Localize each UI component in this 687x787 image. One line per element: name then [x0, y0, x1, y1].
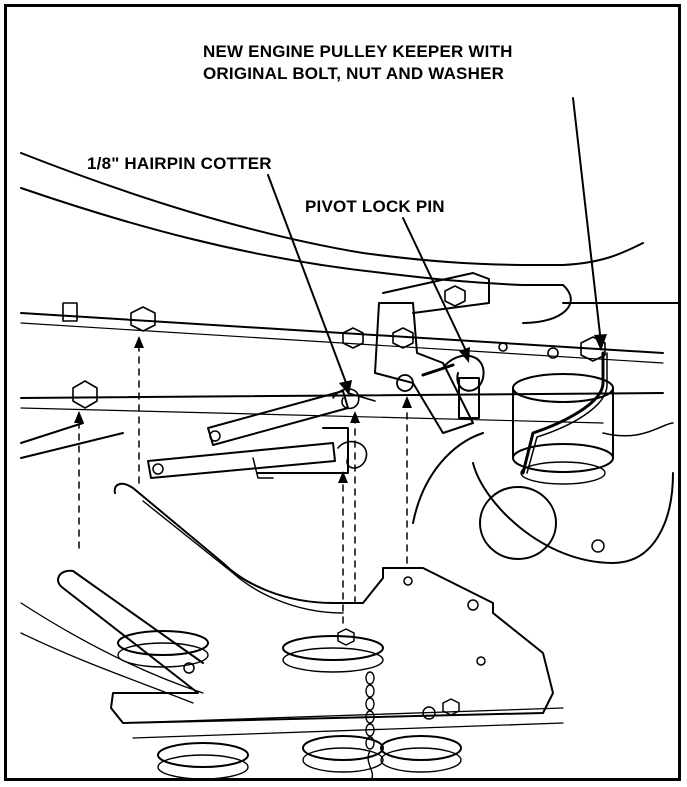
deck-pulley-left [117, 630, 209, 656]
upper-bracket [382, 272, 490, 314]
engine-housing [472, 462, 674, 564]
callout-hairpin-cotter: 1/8" HAIRPIN COTTER [87, 154, 272, 173]
frame-lower-rail-2 [20, 407, 604, 424]
pulley-keeper-rod-inner [526, 352, 608, 474]
callout-leaders [267, 97, 602, 389]
callout-pulley-keeper-line1: NEW ENGINE PULLEY KEEPER WITH [203, 42, 513, 61]
mower-deck-illustration [20, 97, 678, 778]
engine-pulley-bottom [512, 443, 614, 473]
fender-inner [20, 187, 572, 324]
deck-bracket-inner [142, 500, 344, 614]
engine-pulley-groove [520, 461, 606, 485]
pulley-keeper-rod [521, 351, 605, 475]
deck-belt [20, 602, 204, 704]
callout-arrowheads [339, 334, 607, 395]
pivot-lock-pin [421, 354, 485, 419]
deck-lower-plate [122, 707, 564, 739]
lower-link-bracket-2 [252, 457, 274, 479]
alignment-arrows [78, 337, 408, 624]
frame-rail-shadow [20, 322, 664, 364]
deck-pulley-bottom-right [380, 735, 462, 761]
frame-lower-rail [20, 392, 664, 399]
callout-pulley-keeper-line2: ORIGINAL BOLT, NUT AND WASHER [203, 64, 505, 83]
frame-top-rail [20, 312, 664, 354]
hairpin-lower [337, 440, 368, 469]
callout-pivot-lock-pin: PIVOT LOCK PIN [305, 197, 445, 216]
alignment-arrowheads [74, 336, 412, 483]
right-cover [602, 422, 674, 437]
deck-fasteners [337, 628, 460, 716]
engine-pulley-top [512, 373, 614, 403]
adjustment-chain [365, 671, 375, 778]
deck-pulley-bottom-left [157, 742, 249, 768]
lower-link-rod [147, 442, 336, 479]
deck-pulley-bottom-mid [302, 735, 384, 761]
engine-housing-edge [412, 432, 484, 524]
deck-pulley-center [282, 635, 384, 661]
engine-housing-hole [479, 486, 557, 560]
hairpin-cotter [332, 388, 376, 410]
engine-pulley-body [512, 387, 614, 459]
callout-pulley-keeper: NEW ENGINE PULLEY KEEPER WITH ORIGINAL B… [203, 41, 513, 85]
bolt-heads [62, 285, 606, 409]
pivot-bracket [374, 302, 474, 434]
body-line-left-2 [20, 432, 124, 459]
upper-link-rod [207, 390, 349, 446]
body-line-left [20, 422, 84, 444]
diagram-frame: NEW ENGINE PULLEY KEEPER WITH ORIGINAL B… [4, 4, 681, 781]
lower-link-bracket [257, 427, 349, 474]
deck-bracket [57, 482, 554, 724]
